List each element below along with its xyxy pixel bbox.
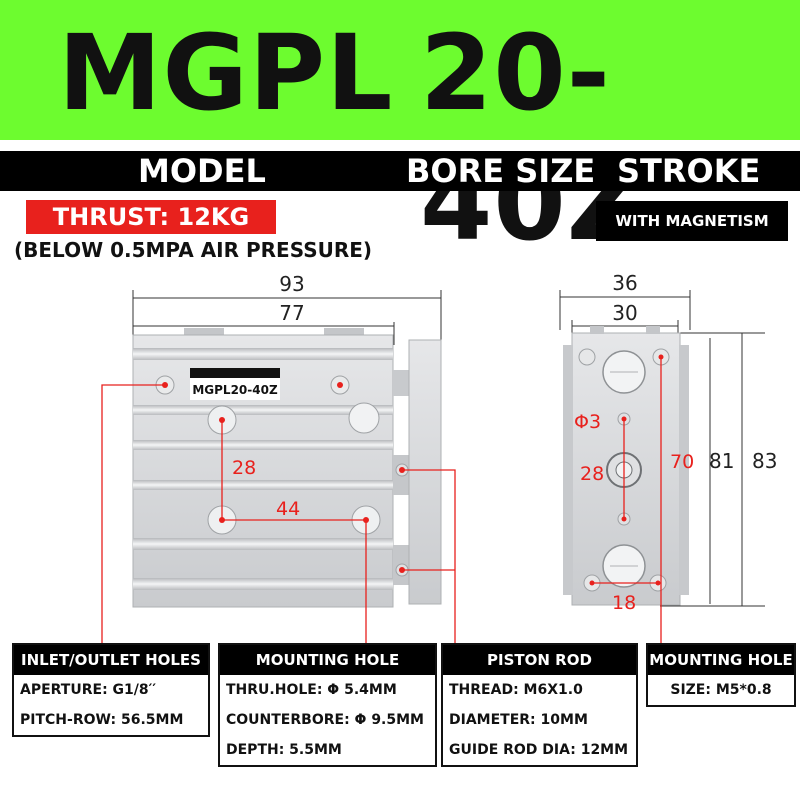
table-row: DEPTH: 5.5MM [226,742,342,758]
label-bar: MODEL BORE SIZE STROKE [0,151,800,191]
table-row: THRU.HOLE: Φ 5.4MM [226,682,397,698]
dim-vertical-pitch: 28 [232,457,256,479]
side-dimension-lines [132,290,442,350]
front-mounting-hole-spec-table: MOUNTING HOLE SIZE: M5*0.8 [646,643,796,707]
front-view-body [563,326,689,606]
dim-overall-height: 83 [752,449,777,473]
front-dimension-lines [559,290,765,607]
inlet-outlet-spec-table: INLET/OUTLET HOLES APERTURE: G1/8′′ PITC… [12,643,210,737]
table-header: PISTON ROD [443,645,636,675]
table-row: APERTURE: G1/8′′ [20,682,157,698]
dim-bottom-pitch: 18 [612,592,636,614]
table-row: PITCH-ROW: 56.5MM [20,712,184,728]
dim-body-height: 81 [709,449,734,473]
table-row: THREAD: M6X1.0 [449,682,583,698]
side-view-holes [155,375,409,577]
table-row: SIZE: M5*0.8 [670,682,772,698]
stroke-label: STROKE [617,152,761,190]
dim-body-length: 77 [279,301,304,325]
piston-rod-spec-table: PISTON ROD THREAD: M6X1.0 DIAMETER: 10MM… [441,643,638,767]
nameplate-text: MGPL20-40Z [192,383,278,397]
table-row: GUIDE ROD DIA: 12MM [449,742,629,758]
side-view-body [132,328,442,608]
dim-width: 36 [612,271,637,295]
dim-overall-length: 93 [279,272,304,296]
front-red-leaders [592,357,662,643]
magnetism-badge: WITH MAGNETISM [596,201,788,241]
dim-hole-diameter: Φ3 [574,411,601,433]
dim-rod-pitch: 28 [580,463,604,485]
pressure-note: (BELOW 0.5MPA AIR PRESSURE) [14,238,373,262]
table-header: MOUNTING HOLE [648,645,794,675]
table-row: DIAMETER: 10MM [449,712,588,728]
side-red-leaders [101,384,456,643]
model-code: MGPL [58,12,394,134]
dim-inner-height: 70 [670,451,694,473]
header-banner [0,0,800,140]
dim-horizontal-pitch: 44 [276,498,300,520]
thrust-badge: THRUST: 12KG [26,200,276,234]
model-label: MODEL [138,152,266,190]
dim-inner-width: 30 [612,301,637,325]
table-header: MOUNTING HOLE [220,645,435,675]
mounting-hole-spec-table: MOUNTING HOLE THRU.HOLE: Φ 5.4MM COUNTER… [218,643,437,767]
table-header: INLET/OUTLET HOLES [14,645,208,675]
bore-size-label: BORE SIZE [406,152,596,190]
table-row: COUNTERBORE: Φ 9.5MM [226,712,424,728]
